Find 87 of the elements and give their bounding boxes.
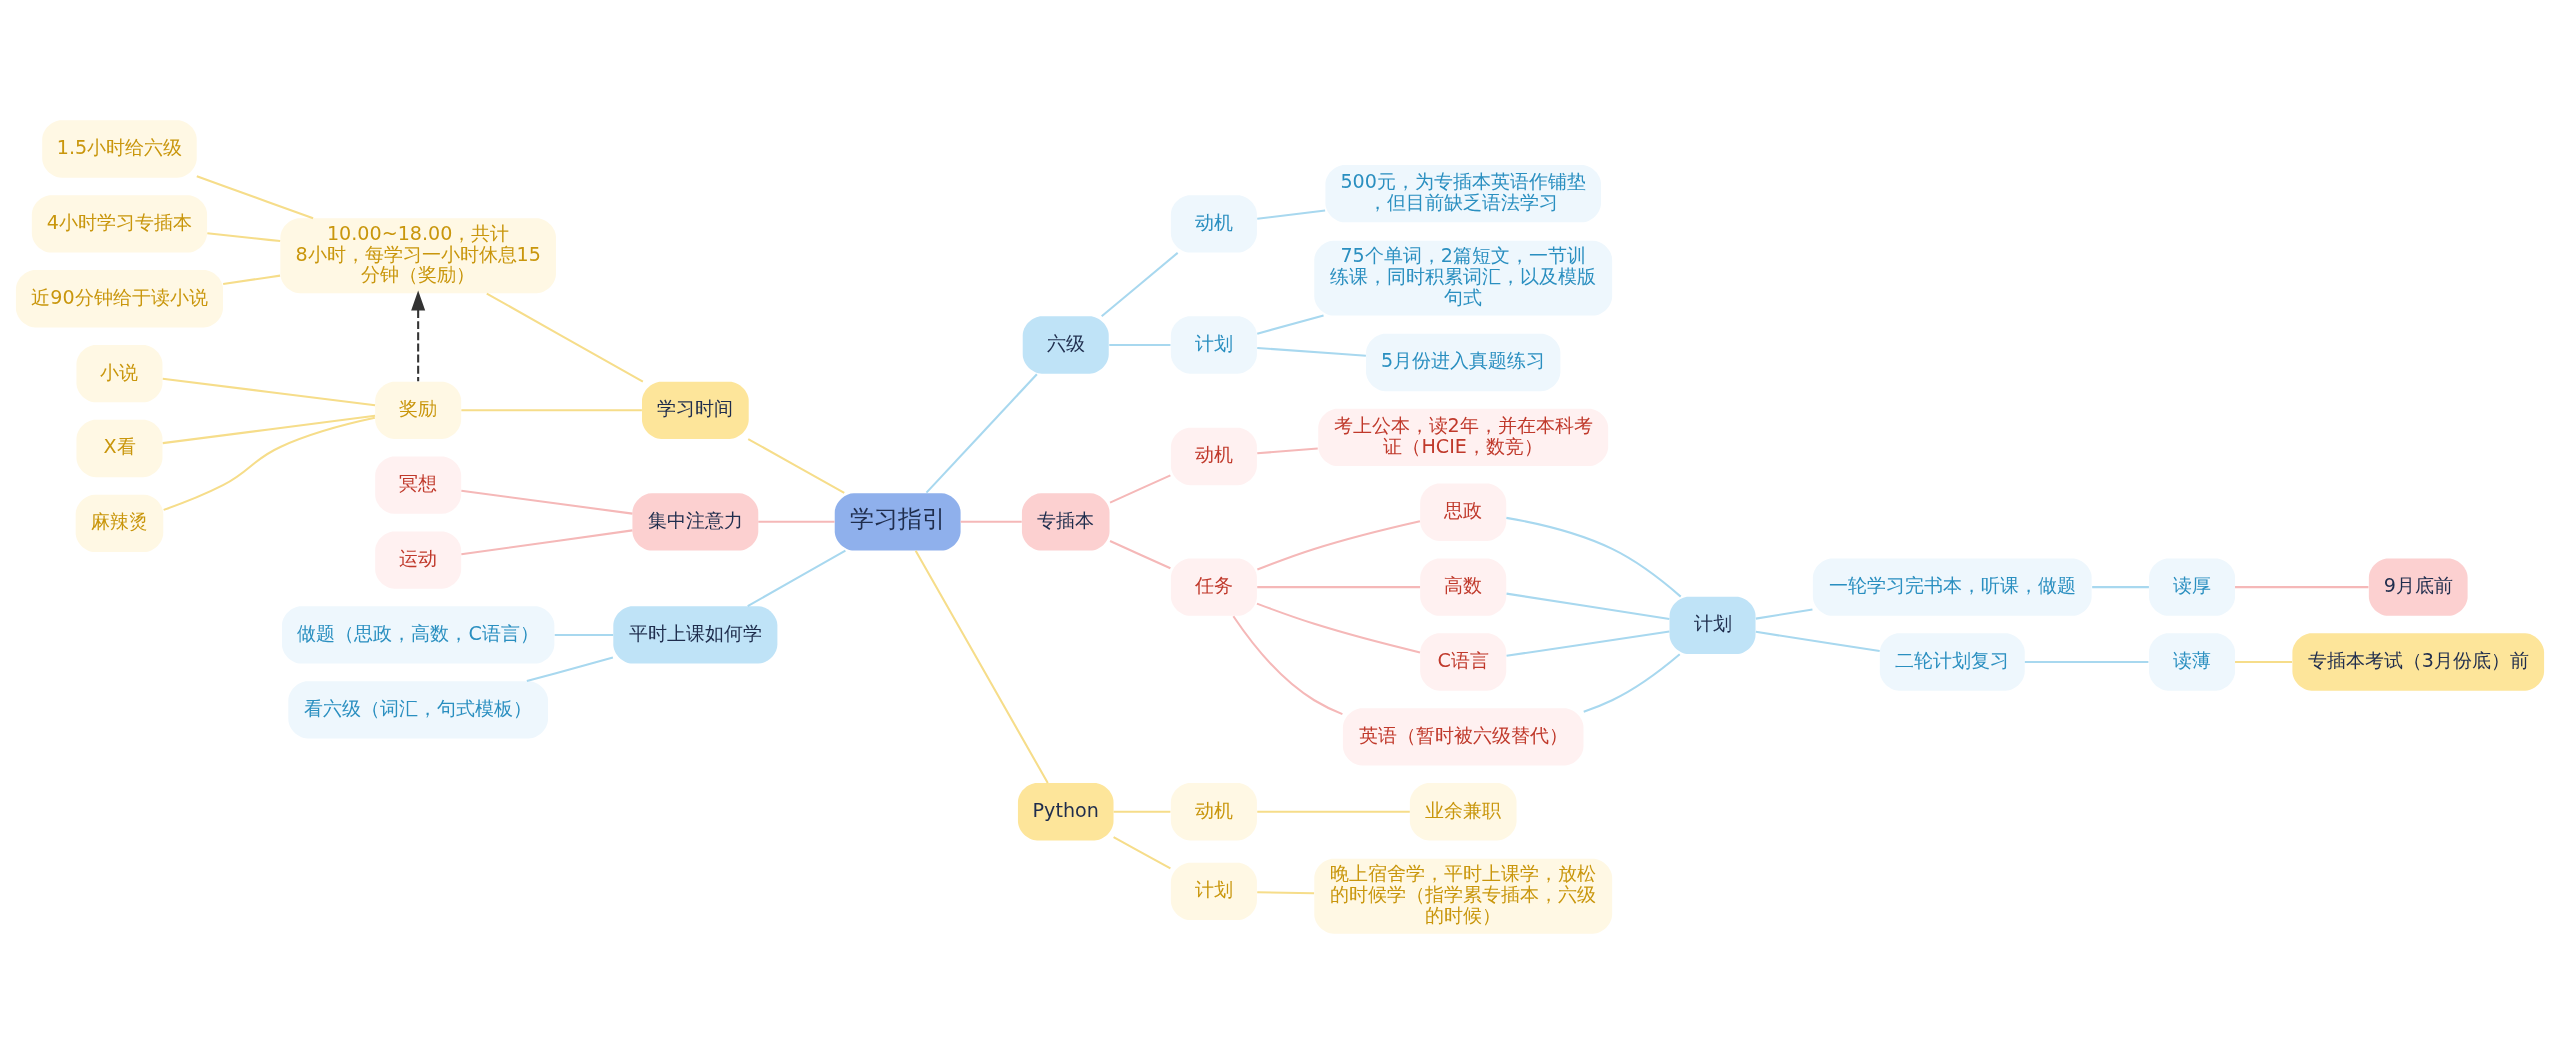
connector bbox=[1113, 835, 1171, 869]
connector bbox=[925, 373, 1038, 493]
connector bbox=[1256, 602, 1421, 653]
node-box: 10.00~18.00，共计8小时，每学习一小时休息15分钟（奖励） bbox=[280, 217, 556, 293]
node-box: 麻辣烫 bbox=[75, 494, 164, 552]
connector bbox=[1257, 208, 1326, 220]
connector bbox=[163, 416, 376, 511]
node-box: 计划 bbox=[1170, 315, 1257, 374]
connector bbox=[2235, 660, 2293, 663]
node-box: 做题（思政，高数，C语言） bbox=[281, 605, 555, 664]
connector bbox=[1113, 810, 1171, 813]
node-box: 小说 bbox=[76, 344, 163, 402]
connector bbox=[1109, 473, 1171, 504]
connector bbox=[162, 414, 376, 444]
connector bbox=[1257, 585, 1421, 588]
connector bbox=[162, 377, 376, 406]
node-box: Python bbox=[1017, 782, 1114, 840]
connector bbox=[1257, 346, 1366, 357]
node-box: 学习时间 bbox=[642, 381, 749, 439]
node-box: 4小时学习专插本 bbox=[31, 194, 208, 253]
node-box: 高数 bbox=[1420, 557, 1507, 616]
node-box: 思政 bbox=[1420, 483, 1507, 541]
connector bbox=[207, 231, 281, 242]
connector bbox=[914, 549, 1049, 784]
connector bbox=[2235, 585, 2369, 588]
node-box: 专插本考试（3月份底）前 bbox=[2292, 632, 2545, 691]
node-box: 任务 bbox=[1170, 557, 1257, 616]
connector bbox=[1256, 519, 1421, 571]
connector bbox=[1583, 652, 1681, 713]
connector bbox=[461, 408, 642, 411]
node-box: 平时上课如何学 bbox=[613, 605, 778, 664]
connector bbox=[2092, 585, 2149, 588]
connector bbox=[1506, 592, 1670, 620]
connector bbox=[1109, 539, 1171, 569]
connector bbox=[486, 292, 644, 383]
node-box: 动机 bbox=[1170, 194, 1257, 253]
node-box: 集中注意力 bbox=[632, 492, 759, 550]
connector bbox=[1232, 615, 1343, 715]
connector bbox=[2024, 660, 2149, 663]
node-box: 500元，为专插本英语作铺垫，但目前缺乏语法学习 bbox=[1325, 164, 1601, 222]
node-box: 近90分钟给于读小说 bbox=[15, 269, 223, 327]
connector bbox=[1755, 607, 1813, 620]
node-box: 英语（暂时被六级替代） bbox=[1342, 707, 1584, 766]
connector bbox=[461, 528, 633, 555]
node-box: 考上公本，读2年，并在本科考证（HCIE，数竞） bbox=[1318, 408, 1609, 466]
connector bbox=[461, 489, 633, 515]
connector bbox=[1755, 630, 1880, 652]
node-box: 业余兼职 bbox=[1409, 782, 1517, 840]
connector bbox=[747, 549, 846, 607]
node-box: 5月份进入真题练习 bbox=[1366, 333, 1561, 391]
node-box: 专插本 bbox=[1021, 492, 1110, 550]
connector bbox=[526, 655, 614, 682]
node-box: 二轮计划复习 bbox=[1879, 632, 2025, 691]
connector bbox=[747, 437, 845, 494]
connector bbox=[1257, 890, 1315, 894]
connector bbox=[1257, 810, 1410, 813]
node-box: 读薄 bbox=[2149, 632, 2236, 691]
node-box: 冥想 bbox=[375, 456, 462, 514]
connector bbox=[554, 633, 614, 636]
node-box: 学习指引 bbox=[834, 492, 961, 550]
connector bbox=[758, 520, 835, 523]
connector bbox=[1101, 251, 1179, 317]
connector bbox=[1109, 343, 1171, 346]
connector bbox=[223, 274, 281, 285]
connector bbox=[1257, 447, 1318, 454]
node-box: 一轮学习完书本，听课，做题 bbox=[1812, 557, 2092, 616]
node-box: 计划 bbox=[1170, 862, 1257, 920]
node-box: 看六级（词汇，句式模板） bbox=[288, 680, 548, 738]
node-box: 计划 bbox=[1669, 596, 1756, 654]
node-box: 运动 bbox=[375, 530, 462, 589]
connector bbox=[196, 174, 314, 219]
node-box: X看 bbox=[76, 419, 163, 477]
node-box: 75个单词，2篇短文，一节训练课，同时积累词汇，以及模版句式 bbox=[1314, 240, 1613, 315]
connector bbox=[960, 520, 1022, 523]
node-box: 1.5小时给六级 bbox=[42, 119, 197, 178]
node-box: 晚上宿舍学，平时上课学，放松的时候学（指学累专插本，六级的时候） bbox=[1314, 858, 1613, 934]
node-box: 动机 bbox=[1170, 427, 1257, 485]
node-box: 9月底前 bbox=[2368, 557, 2468, 616]
connector bbox=[1256, 314, 1324, 335]
node-box: 六级 bbox=[1022, 315, 1109, 374]
node-box: 动机 bbox=[1170, 782, 1257, 840]
node-box: C语言 bbox=[1420, 632, 1507, 691]
connector bbox=[1506, 516, 1682, 597]
node-box: 奖励 bbox=[375, 381, 462, 439]
node-box: 读厚 bbox=[2149, 557, 2236, 616]
connector bbox=[1506, 630, 1670, 657]
arrow bbox=[411, 289, 426, 381]
